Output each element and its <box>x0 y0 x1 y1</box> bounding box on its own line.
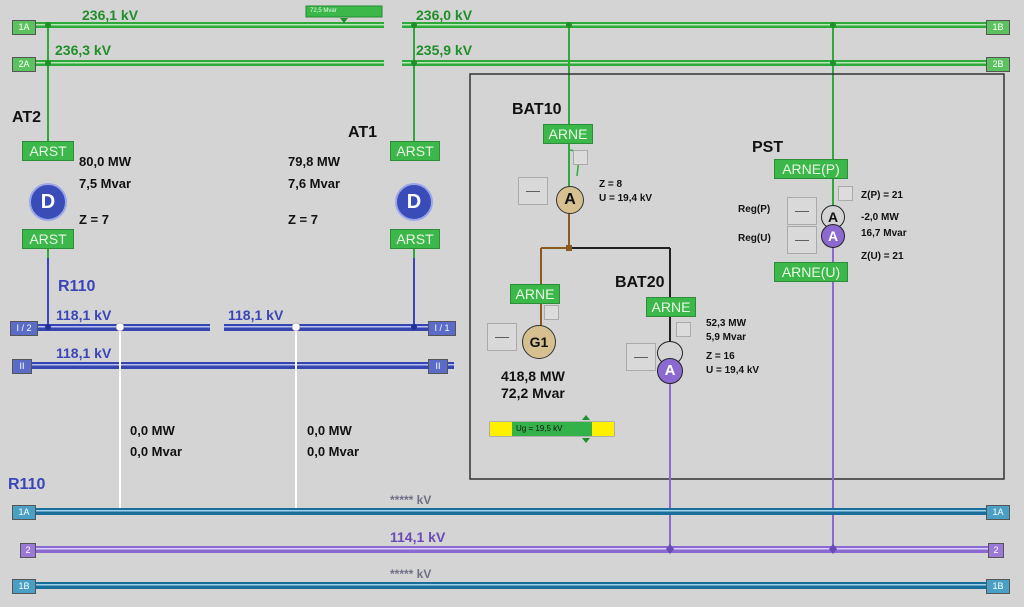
at2-lower-breaker[interactable]: ARST <box>22 229 74 249</box>
bat10-transformer-icon[interactable]: A <box>556 186 584 214</box>
coupler-label: 72,5 Mvar <box>310 8 337 14</box>
bat20-breaker[interactable]: ARNE <box>646 297 696 317</box>
g1-reactive-power: 72,2 Mvar <box>501 385 565 401</box>
at2-name: AT2 <box>12 109 42 126</box>
busbar-i2-kv: 118,1 kV <box>56 307 112 323</box>
busbar-2a-left <box>14 60 384 66</box>
pst-checkbox[interactable] <box>838 186 853 201</box>
at2-upper-breaker[interactable]: ARST <box>22 141 74 161</box>
busbar-2a-right <box>402 60 1010 66</box>
pst-u-breaker[interactable]: ARNE(U) <box>774 262 848 282</box>
feeder-2-active-power: 0,0 MW <box>307 423 352 438</box>
busbar-r110-1a-kv: ***** kV <box>390 493 432 507</box>
bat10-voltage: U = 19,4 kV <box>599 193 653 204</box>
pst-name: PST <box>752 139 784 156</box>
bat10-tap-position: Z = 8 <box>599 179 623 190</box>
busbar-r110-1a-tag-right[interactable]: 1A <box>986 505 1010 520</box>
bat10-minus-button[interactable]: — <box>518 177 548 205</box>
at2-active-power: 80,0 MW <box>79 154 132 169</box>
pst-reg-u-label: Reg(U) <box>738 233 771 244</box>
busbar-i1-kv: 118,1 kV <box>228 307 284 323</box>
at2-tap-position: Z = 7 <box>79 212 109 227</box>
busbar-2b-tag-right[interactable]: 2B <box>986 57 1010 72</box>
bat10-name: BAT10 <box>512 101 562 118</box>
busbar-1a-right <box>402 22 1010 28</box>
feeder-1-reactive-power: 0,0 Mvar <box>130 444 183 459</box>
pst-reg-p-button[interactable]: — <box>787 197 817 225</box>
coupler-bar <box>305 5 383 18</box>
g1-checkbox[interactable] <box>544 305 559 320</box>
pst-tap-u: Z(U) = 21 <box>861 251 904 262</box>
pst-reg-u-button[interactable]: — <box>787 226 817 254</box>
busbar-r110-2-kv: 114,1 kV <box>390 529 446 545</box>
bat10-checkbox[interactable] <box>573 150 588 165</box>
busbar-2a-tag-left[interactable]: 2A <box>12 57 36 72</box>
busbar-1b-tag-right[interactable]: 1B <box>986 20 1010 35</box>
feeder-2-reactive-power: 0,0 Mvar <box>307 444 360 459</box>
pst-p-breaker[interactable]: ARNE(P) <box>774 159 848 179</box>
busbar-ii-kv: 118,1 kV <box>56 345 112 361</box>
busbar-r110-2-tag-right[interactable]: 2 <box>988 543 1004 558</box>
busbar-r110-1b-tag-left[interactable]: 1B <box>12 579 36 594</box>
feeder-1-active-power: 0,0 MW <box>130 423 175 438</box>
busbar-1a-left <box>14 22 384 28</box>
bat10-breaker[interactable]: ARNE <box>543 124 593 144</box>
busbar-r110-1a-tag-left[interactable]: 1A <box>12 505 36 520</box>
pst-reactive-power: 16,7 Mvar <box>861 228 907 239</box>
g1-generator-icon[interactable]: G1 <box>522 325 556 359</box>
at2-reactive-power: 7,5 Mvar <box>79 176 132 191</box>
pst-tap-p: Z(P) = 21 <box>861 190 903 201</box>
bat20-active-power: 52,3 MW <box>706 318 747 329</box>
pst-u-transformer-icon[interactable]: A <box>821 224 845 248</box>
busbar-i2-tag[interactable]: I / 2 <box>10 321 38 336</box>
at1-active-power: 79,8 MW <box>288 154 341 169</box>
at1-upper-breaker[interactable]: ARST <box>390 141 440 161</box>
busbar-ii-tag-left[interactable]: II <box>12 359 32 374</box>
bat20-tap-position: Z = 16 <box>706 351 735 362</box>
at1-lower-breaker[interactable]: ARST <box>390 229 440 249</box>
busbar-r110-1b-kv: ***** kV <box>390 567 432 581</box>
busbar-2a-right-kv: 235,9 kV <box>416 42 473 58</box>
bat20-name: BAT20 <box>615 274 665 291</box>
station-frame <box>469 73 1005 480</box>
busbar-i1-tag[interactable]: I / 1 <box>428 321 456 336</box>
g1-active-power: 418,8 MW <box>501 368 565 384</box>
busbar-1a-right-kv: 236,0 kV <box>416 7 473 23</box>
at1-transformer-icon[interactable]: D <box>395 183 433 221</box>
g1-breaker[interactable]: ARNE <box>510 284 560 304</box>
bat20-checkbox[interactable] <box>676 322 691 337</box>
pst-active-power: -2,0 MW <box>861 212 899 223</box>
busbar-r110-1b-tag-right[interactable]: 1B <box>986 579 1010 594</box>
g1-voltage-setpoint[interactable]: Ug = 19,5 kV <box>516 424 563 433</box>
busbar-ii-tag-right[interactable]: II <box>428 359 448 374</box>
busbar-1a-tag-left[interactable]: 1A <box>12 20 36 35</box>
bat20-reactive-power: 5,9 Mvar <box>706 332 747 343</box>
at1-reactive-power: 7,6 Mvar <box>288 176 341 191</box>
bat20-transformer-icon[interactable]: A <box>657 358 683 384</box>
g1-minus-button[interactable]: — <box>487 323 517 351</box>
bat20-voltage: U = 19,4 kV <box>706 365 760 376</box>
r110-lower-name: R110 <box>8 476 46 493</box>
busbar-r110-2-tag-left[interactable]: 2 <box>20 543 36 558</box>
at1-tap-position: Z = 7 <box>288 212 318 227</box>
at2-transformer-icon[interactable]: D <box>29 183 67 221</box>
pst-reg-p-label: Reg(P) <box>738 204 771 215</box>
bat20-minus-button[interactable]: — <box>626 343 656 371</box>
busbar-2a-left-kv: 236,3 kV <box>55 42 112 58</box>
r110-upper-name: R110 <box>58 278 96 295</box>
busbar-1a-left-kv: 236,1 kV <box>82 7 139 23</box>
at1-name: AT1 <box>348 124 378 141</box>
